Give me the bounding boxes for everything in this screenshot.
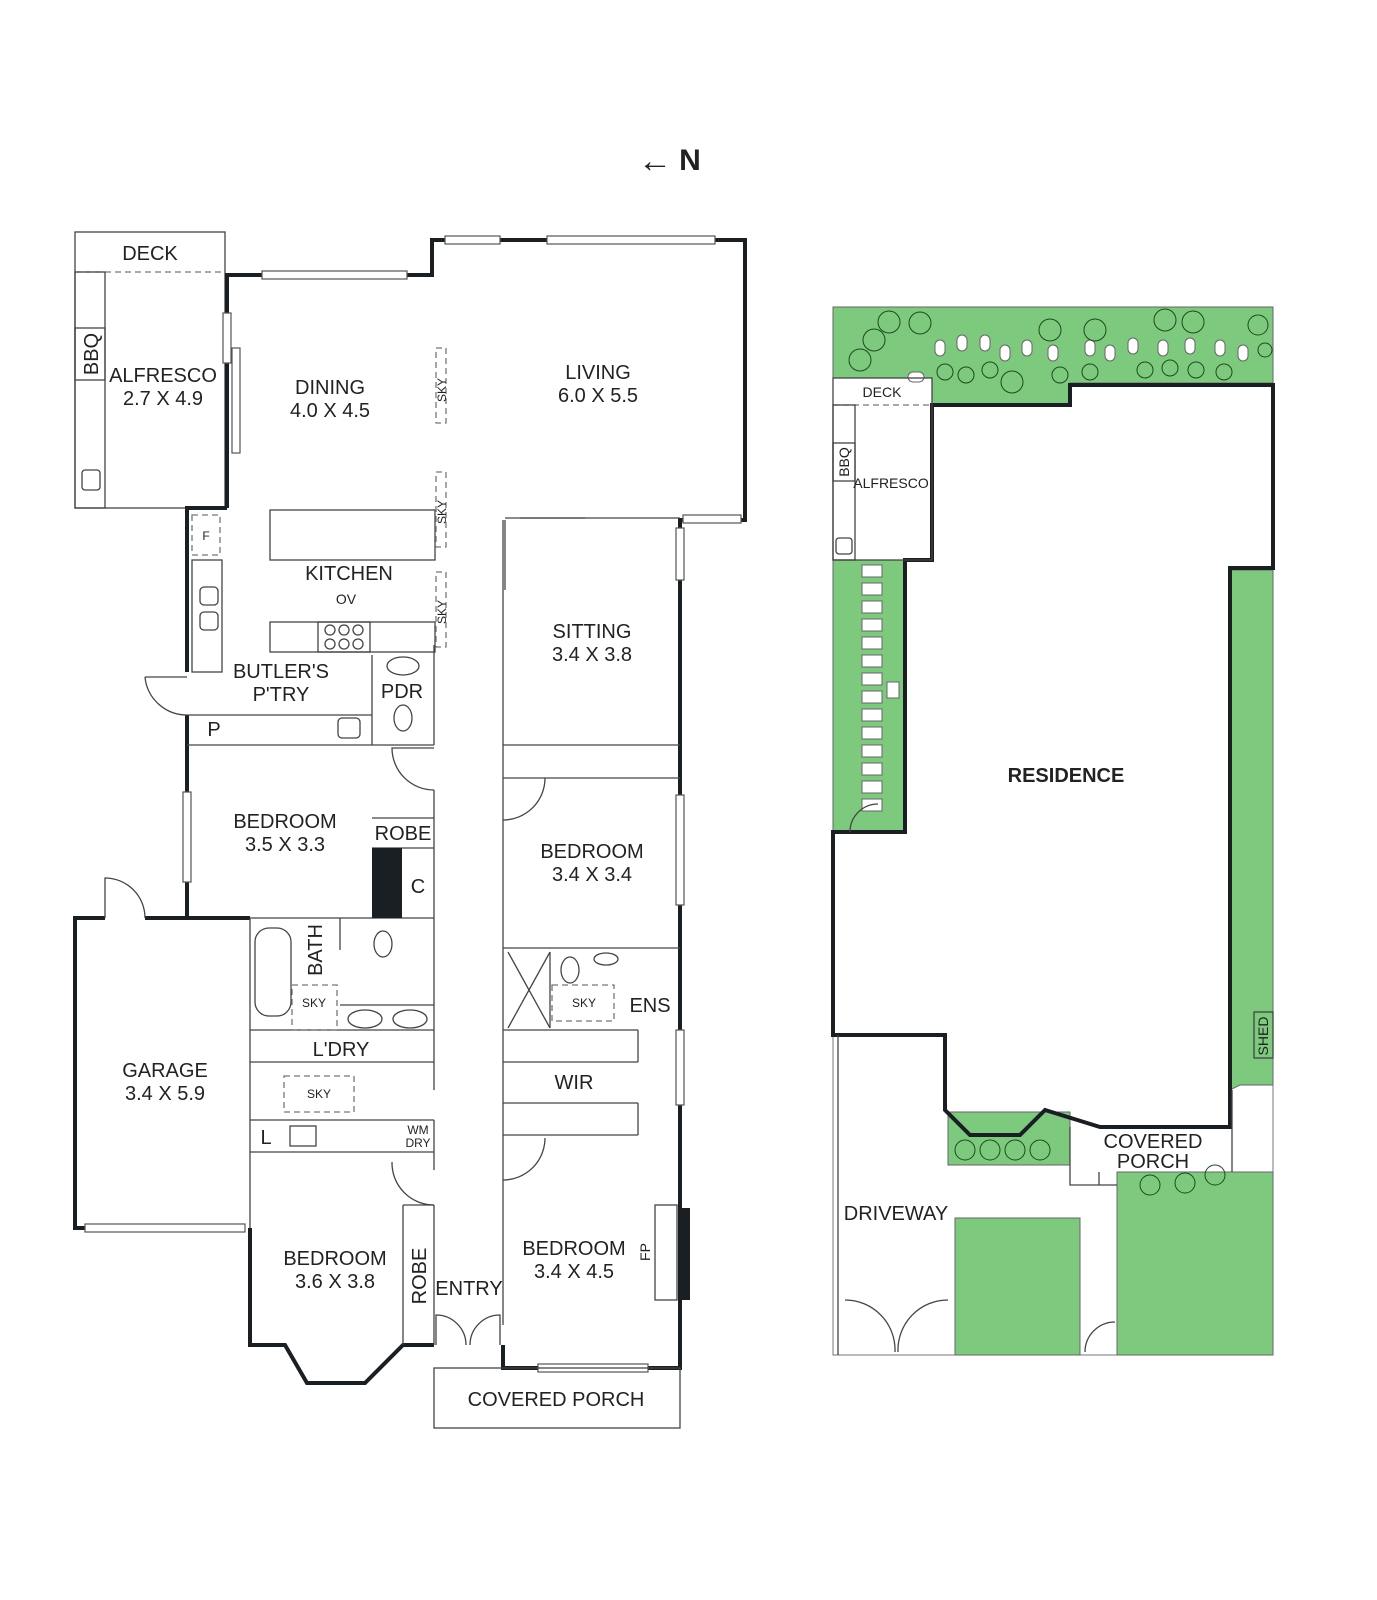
room-size-alfresco: 2.7 X 4.9	[123, 388, 203, 410]
arrow-left-icon: ←	[638, 142, 672, 180]
site-label-covered-porch-2: PORCH	[1117, 1151, 1189, 1173]
site-label-covered-porch: COVERED	[1104, 1131, 1203, 1153]
robe-label-2: ROBE	[409, 1248, 431, 1305]
front-garden-bed	[947, 1111, 1071, 1166]
kitchen-island	[269, 509, 436, 561]
room-size-dining: 4.0 X 4.5	[290, 400, 370, 422]
room-size-bedroom-2: 3.4 X 3.4	[552, 864, 632, 886]
room-label-pdr: PDR	[381, 681, 423, 703]
site-label-shed: SHED	[1255, 1017, 1271, 1056]
room-label-entry: ENTRY	[435, 1278, 502, 1300]
front-lawn-left	[954, 1217, 1081, 1356]
covered-porch-outline	[433, 1367, 681, 1429]
room-label-butlers-pantry: BUTLER'S	[233, 661, 329, 683]
tree-icons	[848, 308, 1273, 1196]
oven-label: OV	[336, 591, 357, 607]
skylight-label: SKY	[307, 1087, 331, 1101]
dryer-label: DRY	[405, 1136, 430, 1150]
site-label-bbq: BBQ	[836, 447, 852, 477]
site-label-alfresco: ALFRESCO	[853, 475, 929, 491]
room-label-dining: DINING	[295, 377, 365, 399]
fireplace-label: FP	[637, 1243, 653, 1261]
room-size-garage: 3.4 X 5.9	[125, 1083, 205, 1105]
pantry-label: P	[207, 719, 220, 741]
room-label-bath: BATH	[305, 924, 327, 976]
linen-label: L	[260, 1127, 271, 1149]
skylight-label: SKY	[302, 996, 326, 1010]
room-label-bbq: BBQ	[81, 333, 103, 375]
room-label-kitchen: KITCHEN	[305, 563, 393, 585]
room-size-bedroom-4: 3.4 X 4.5	[534, 1261, 614, 1283]
cupboard-label: C	[411, 876, 425, 898]
floor-plan: DECK BBQ ALFRESCO 2.7 X 4.9 DINING 4.0 X…	[73, 231, 747, 1429]
robe-label-1: ROBE	[375, 823, 432, 845]
room-label-sitting: SITTING	[553, 621, 632, 643]
room-size-bedroom-1: 3.5 X 3.3	[245, 834, 325, 856]
residence-outline	[831, 383, 1275, 1137]
stepping-stones	[861, 334, 1249, 812]
room-size-sitting: 3.4 X 3.8	[552, 644, 632, 666]
site-label-deck: DECK	[863, 384, 903, 400]
cooktop-icon	[317, 621, 371, 653]
room-label-butlers-pantry-2: P'TRY	[253, 684, 310, 706]
room-label-alfresco: ALFRESCO	[109, 365, 217, 387]
fridge-label: F	[202, 529, 209, 543]
north-compass: ← N	[638, 142, 701, 180]
room-size-bedroom-3: 3.6 X 3.8	[295, 1271, 375, 1293]
room-label-garage: GARAGE	[122, 1060, 208, 1082]
site-plan: DECK BBQ ALFRESCO RESIDENCE SHED COVERED…	[831, 306, 1275, 1356]
front-lawn-right	[1116, 1171, 1274, 1356]
north-label: N	[679, 144, 701, 177]
room-label-bedroom-3: BEDROOM	[283, 1248, 386, 1270]
room-label-ensuite: ENS	[629, 995, 670, 1017]
site-label-residence: RESIDENCE	[1008, 765, 1125, 787]
room-label-bedroom-2: BEDROOM	[540, 841, 643, 863]
room-label-wir: WIR	[555, 1072, 594, 1094]
room-label-bedroom-1: BEDROOM	[233, 811, 336, 833]
skylight-label: SKY	[435, 500, 449, 524]
skylight-label: SKY	[435, 378, 449, 402]
room-label-covered-porch: COVERED PORCH	[468, 1389, 645, 1411]
washing-machine-label: WM	[407, 1123, 428, 1137]
room-label-laundry: L'DRY	[313, 1039, 370, 1061]
room-label-bedroom-4: BEDROOM	[522, 1238, 625, 1260]
room-label-deck: DECK	[122, 243, 178, 265]
exterior-walls	[73, 238, 747, 1385]
bbq-box	[74, 327, 106, 381]
room-label-living: LIVING	[565, 362, 631, 384]
skylight-label: SKY	[435, 600, 449, 624]
skylight-label: SKY	[572, 996, 596, 1010]
site-label-driveway: DRIVEWAY	[844, 1203, 948, 1225]
room-size-living: 6.0 X 5.5	[558, 385, 638, 407]
